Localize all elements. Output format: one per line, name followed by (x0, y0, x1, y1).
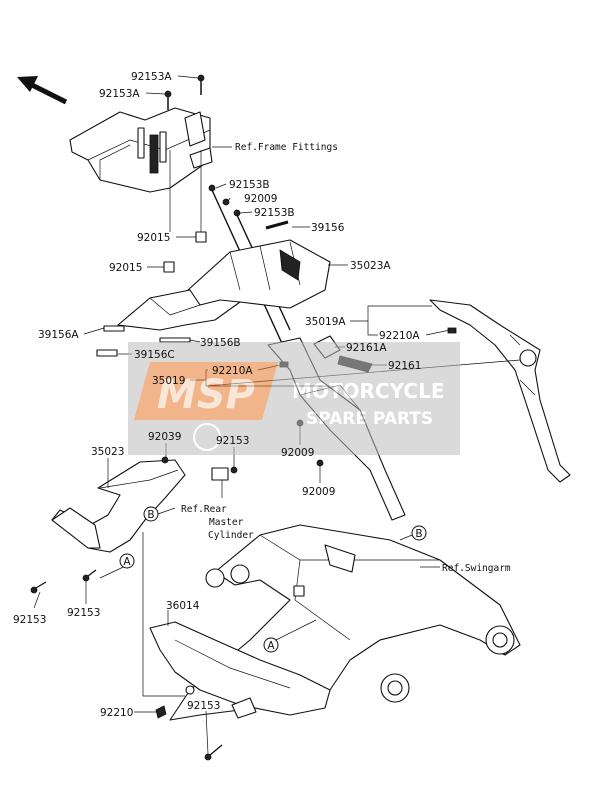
label-39156A: 39156A (38, 329, 79, 341)
label-92153A-2: 92153A (99, 88, 140, 100)
front-arrow-icon (17, 76, 68, 105)
strip-39156B (159, 337, 191, 343)
svg-text:A: A (267, 640, 275, 652)
washer-92009-3 (316, 459, 324, 467)
label-92153-2: 92153 (13, 614, 46, 626)
label-92039: 92039 (148, 431, 181, 443)
bolt-92153-4 (204, 744, 223, 761)
label-ref-swingarm: Ref.Swingarm (442, 563, 511, 574)
label-ref-rear-2: Master (209, 517, 244, 528)
callout-b-2: B (411, 525, 427, 541)
washer-92210 (155, 705, 167, 719)
label-35019A: 35019A (305, 316, 346, 328)
label-92161A: 92161A (346, 342, 387, 354)
label-92153-4: 92153 (187, 700, 220, 712)
label-92009-2: 92009 (281, 447, 314, 459)
battery-tray (69, 107, 213, 193)
label-92009-1: 92009 (244, 193, 277, 205)
strip-39156A (103, 325, 125, 332)
washer-92009-1 (222, 198, 230, 206)
label-92015-1: 92015 (137, 232, 170, 244)
svg-text:B: B (147, 509, 154, 521)
label-92153B-2: 92153B (254, 207, 295, 219)
label-35019: 35019 (152, 375, 185, 387)
callout-a-1: A (119, 553, 135, 569)
collar-92015-2 (163, 261, 175, 273)
label-92210A-1: 92210A (379, 330, 420, 342)
label-92153B-1: 92153B (229, 179, 270, 191)
label-92153A-1: 92153A (131, 71, 172, 83)
label-92015-2: 92015 (109, 262, 142, 274)
label-35023: 35023 (91, 446, 124, 458)
label-92153-1: 92153 (216, 435, 249, 447)
strip-39156C (96, 349, 118, 357)
label-39156B: 39156B (200, 337, 241, 349)
watermark: MSP MOTORCYCLE SPARE PARTS (128, 342, 460, 455)
bolt-92153-2 (30, 581, 47, 594)
hugger-35023 (51, 459, 186, 553)
bracket-35019A (429, 299, 571, 483)
watermark-line2: SPARE PARTS (306, 409, 433, 429)
watermark-line1: MOTORCYCLE (292, 379, 444, 403)
label-36014: 36014 (166, 600, 200, 612)
globe-icon (193, 423, 221, 451)
rear-fender-35023A (117, 239, 331, 331)
bolt-92039 (161, 456, 169, 464)
label-92210: 92210 (100, 707, 133, 719)
label-ref-rear-1: Ref.Rear (181, 504, 227, 515)
svg-text:B: B (415, 528, 422, 540)
label-92210A-2: 92210A (212, 365, 253, 377)
watermark-logo-box (134, 362, 278, 420)
bolt-92153-3 (82, 569, 97, 582)
label-92009-3: 92009 (302, 486, 335, 498)
strip-39156 (265, 220, 289, 230)
bolt-92153A-1 (197, 74, 205, 95)
collar-92015-1 (195, 231, 207, 243)
callout-a-2: A (263, 637, 279, 653)
callout-b-1: B (143, 506, 159, 522)
label-39156C: 39156C (134, 349, 175, 361)
bolt-92153-1 (211, 466, 238, 481)
label-39156: 39156 (311, 222, 345, 234)
part-labels: 92153A 92153A Ref.Frame Fittings 92153B … (13, 71, 511, 719)
label-ref-frame-fittings: Ref.Frame Fittings (235, 142, 338, 153)
chain-guard-36014 (149, 621, 331, 719)
bolt-92153A-2 (164, 90, 172, 110)
svg-text:A: A (123, 556, 131, 568)
label-92153-3: 92153 (67, 607, 100, 619)
label-92161: 92161 (388, 360, 421, 372)
watermark-logo: MSP (157, 372, 255, 418)
label-35023A: 35023A (350, 260, 391, 272)
label-ref-rear-3: Cylinder (208, 530, 254, 541)
